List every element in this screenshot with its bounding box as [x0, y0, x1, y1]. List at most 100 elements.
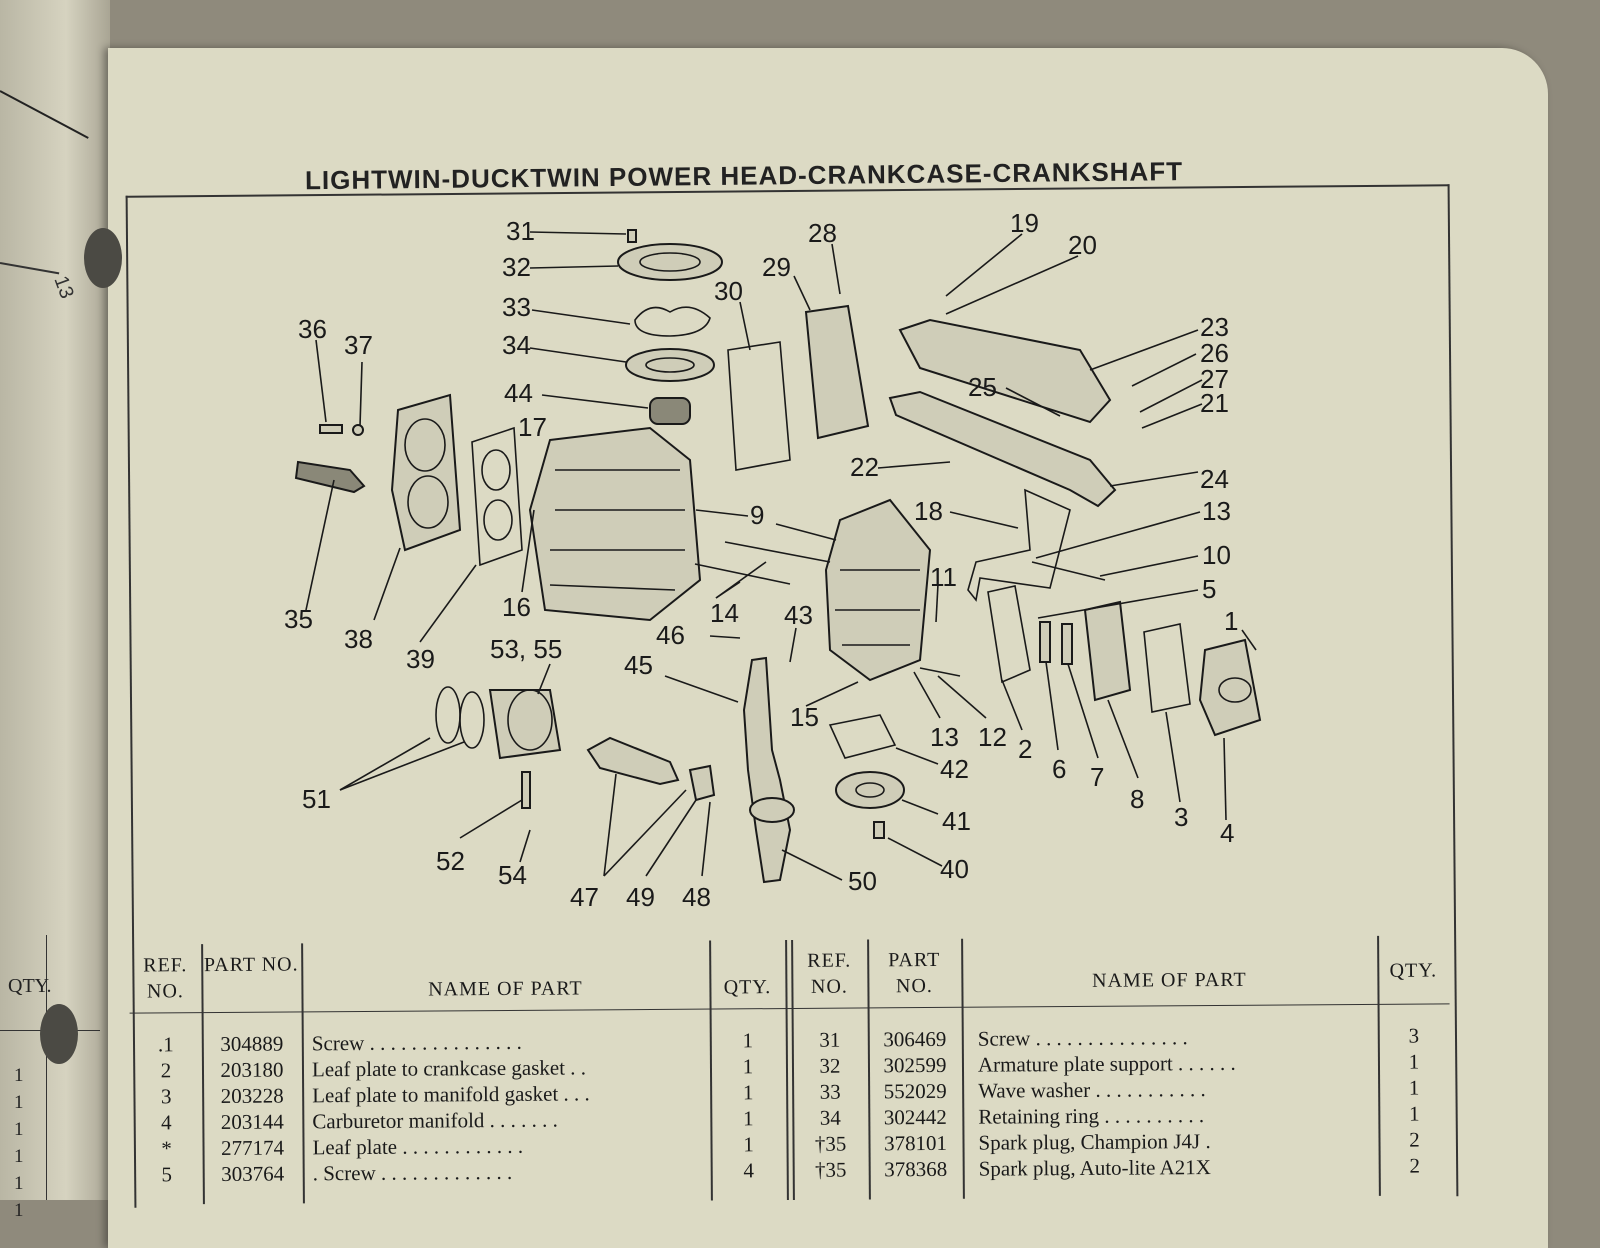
cell-ref: 3	[130, 1084, 202, 1110]
callout-label: 49	[626, 882, 655, 912]
cell-name: Leaf plate to manifold gasket . . .	[312, 1081, 590, 1108]
cell-ref: *	[130, 1136, 202, 1162]
cell-part: 203144	[202, 1109, 302, 1135]
header-ref-no-right: REF. NO.	[791, 947, 867, 1000]
callout-label: 10	[1202, 540, 1231, 570]
parts-drawing	[296, 230, 1260, 882]
callout-label: 21	[1200, 388, 1229, 418]
callout-label: 54	[498, 860, 527, 890]
exploded-parts-diagram: 3132333444173637353839163029281920232627…	[130, 190, 1450, 950]
binder-hole-top	[84, 228, 122, 288]
cell-name: Carburetor manifold . . . . . . .	[312, 1108, 558, 1135]
cell-qty: 3	[1378, 1023, 1450, 1049]
header-part-no-right: PART NO.	[867, 947, 961, 1000]
callout-label: 33	[502, 292, 531, 322]
callout-label: 18	[914, 496, 943, 526]
cell-ref: 31	[792, 1027, 868, 1053]
cell-ref: 34	[792, 1105, 868, 1131]
cell-name: Screw . . . . . . . . . . . . . . .	[978, 1025, 1188, 1051]
cell-ref: 33	[792, 1079, 868, 1105]
cell-qty: 4	[711, 1158, 787, 1184]
callout-label: 6	[1052, 754, 1066, 784]
header-ref-no: REF. NO.	[129, 952, 201, 1005]
callout-label: 2	[1018, 734, 1032, 764]
cell-part: 378368	[869, 1157, 963, 1183]
header-name-of-part: NAME OF PART	[301, 975, 709, 1004]
cell-qty: 2	[1378, 1127, 1450, 1153]
callout-label: 42	[940, 754, 969, 784]
callout-label: 13	[930, 722, 959, 752]
callout-label: 11	[930, 562, 957, 592]
callout-label: 44	[504, 378, 533, 408]
cell-part: 302442	[868, 1105, 962, 1131]
cell-qty: 1	[1378, 1049, 1450, 1075]
callout-label: 15	[790, 702, 819, 732]
cell-qty: 1	[1378, 1101, 1450, 1127]
callout-label: 13	[1202, 496, 1231, 526]
callout-label: 20	[1068, 230, 1097, 260]
cell-name: . Screw . . . . . . . . . . . . .	[313, 1160, 513, 1186]
callout-label: 19	[1010, 208, 1039, 238]
callout-label: 29	[762, 252, 791, 282]
callout-label: 7	[1090, 762, 1104, 792]
callout-label: 52	[436, 846, 465, 876]
cell-part: 277174	[202, 1135, 302, 1161]
cell-ref: 5	[131, 1162, 203, 1188]
callout-label: 22	[850, 452, 879, 482]
cell-name: Spark plug, Auto-lite A21X	[979, 1155, 1211, 1182]
callout-label: 4	[1220, 818, 1234, 848]
cell-qty: 1	[710, 1080, 786, 1106]
cell-name: Armature plate support . . . . . .	[978, 1051, 1236, 1078]
callout-label: 24	[1200, 464, 1229, 494]
cell-name: Leaf plate . . . . . . . . . . . .	[312, 1134, 523, 1160]
cell-name: Leaf plate to crankcase gasket . .	[312, 1055, 586, 1082]
binder-hole-bottom	[40, 1004, 78, 1064]
header-part-no: PART NO.	[201, 951, 301, 978]
cell-part: 306469	[868, 1027, 962, 1053]
cell-part: 203228	[202, 1083, 302, 1109]
cell-part: 304889	[202, 1031, 302, 1057]
callout-label: 30	[714, 276, 743, 306]
callout-label: 16	[502, 592, 531, 622]
parts-table: REF. NO. PART NO. NAME OF PART QTY. REF.…	[129, 935, 1451, 1204]
callout-label: 46	[656, 620, 685, 650]
cell-part: 302599	[868, 1053, 962, 1079]
callout-label: 17	[518, 412, 547, 442]
callout-label: 32	[502, 252, 531, 282]
cell-qty: 1	[710, 1106, 786, 1132]
callout-label: 9	[750, 500, 764, 530]
cell-part: 203180	[202, 1057, 302, 1083]
cell-ref: †35	[793, 1157, 869, 1183]
callout-label: 31	[506, 216, 535, 246]
callout-label: 25	[968, 372, 997, 402]
callout-label: 5	[1202, 574, 1216, 604]
callout-label: 41	[942, 806, 971, 836]
callout-label: 1	[1224, 606, 1238, 636]
header-qty: QTY.	[709, 974, 785, 1001]
cell-qty: 1	[710, 1054, 786, 1080]
callout-label: 37	[344, 330, 373, 360]
cell-qty: 1	[710, 1028, 786, 1054]
cell-ref: 2	[130, 1058, 202, 1084]
left-page-qty-header: QTY.	[8, 975, 52, 998]
callout-label: 3	[1174, 802, 1188, 832]
callout-label: 53, 55	[490, 634, 562, 664]
callout-label: 47	[570, 882, 599, 912]
header-name-of-part-right: NAME OF PART	[961, 966, 1377, 995]
cell-qty: 2	[1379, 1153, 1451, 1179]
cell-name: Screw . . . . . . . . . . . . . . .	[312, 1030, 522, 1056]
callout-label: 45	[624, 650, 653, 680]
callout-label: 14	[710, 598, 739, 628]
cell-name: Retaining ring . . . . . . . . . .	[978, 1103, 1204, 1130]
callout-label: 51	[302, 784, 331, 814]
callout-label: 50	[848, 866, 877, 896]
cell-part: 552029	[868, 1079, 962, 1105]
callout-label: 8	[1130, 784, 1144, 814]
callout-label: 34	[502, 330, 531, 360]
cell-part: 303764	[203, 1161, 303, 1187]
cell-name: Spark plug, Champion J4J .	[978, 1129, 1210, 1156]
cell-ref: 32	[792, 1053, 868, 1079]
cell-qty: 1	[1378, 1075, 1450, 1101]
callout-label: 40	[940, 854, 969, 884]
header-qty-right: QTY.	[1377, 957, 1449, 984]
